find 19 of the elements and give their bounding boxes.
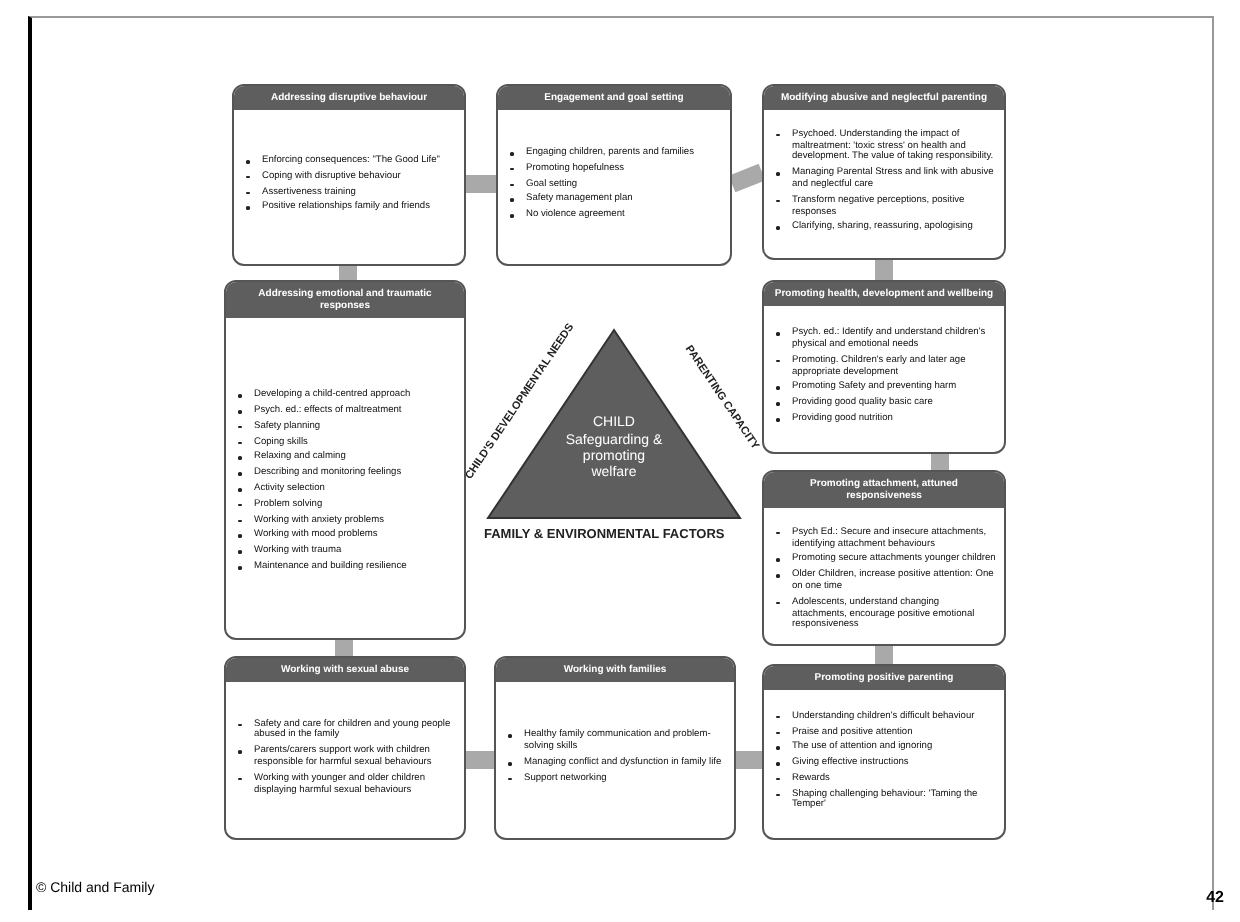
connector-band — [466, 175, 496, 193]
connector-band — [736, 751, 762, 769]
topic-card — [762, 664, 1006, 840]
topic-card — [224, 280, 466, 640]
connector-band — [728, 163, 766, 193]
connector-band — [339, 266, 357, 280]
topic-card — [496, 84, 732, 266]
topic-card — [762, 84, 1006, 260]
topic-card — [762, 470, 1006, 646]
connector-band — [335, 640, 353, 656]
page-number: 42 — [1206, 888, 1224, 906]
topic-card — [762, 280, 1006, 454]
connector-band — [875, 646, 893, 664]
topic-card — [224, 656, 466, 840]
connector-band — [875, 260, 893, 280]
topic-card — [232, 84, 466, 266]
connector-band — [466, 751, 494, 769]
topic-card — [494, 656, 736, 840]
connector-band — [931, 454, 949, 470]
